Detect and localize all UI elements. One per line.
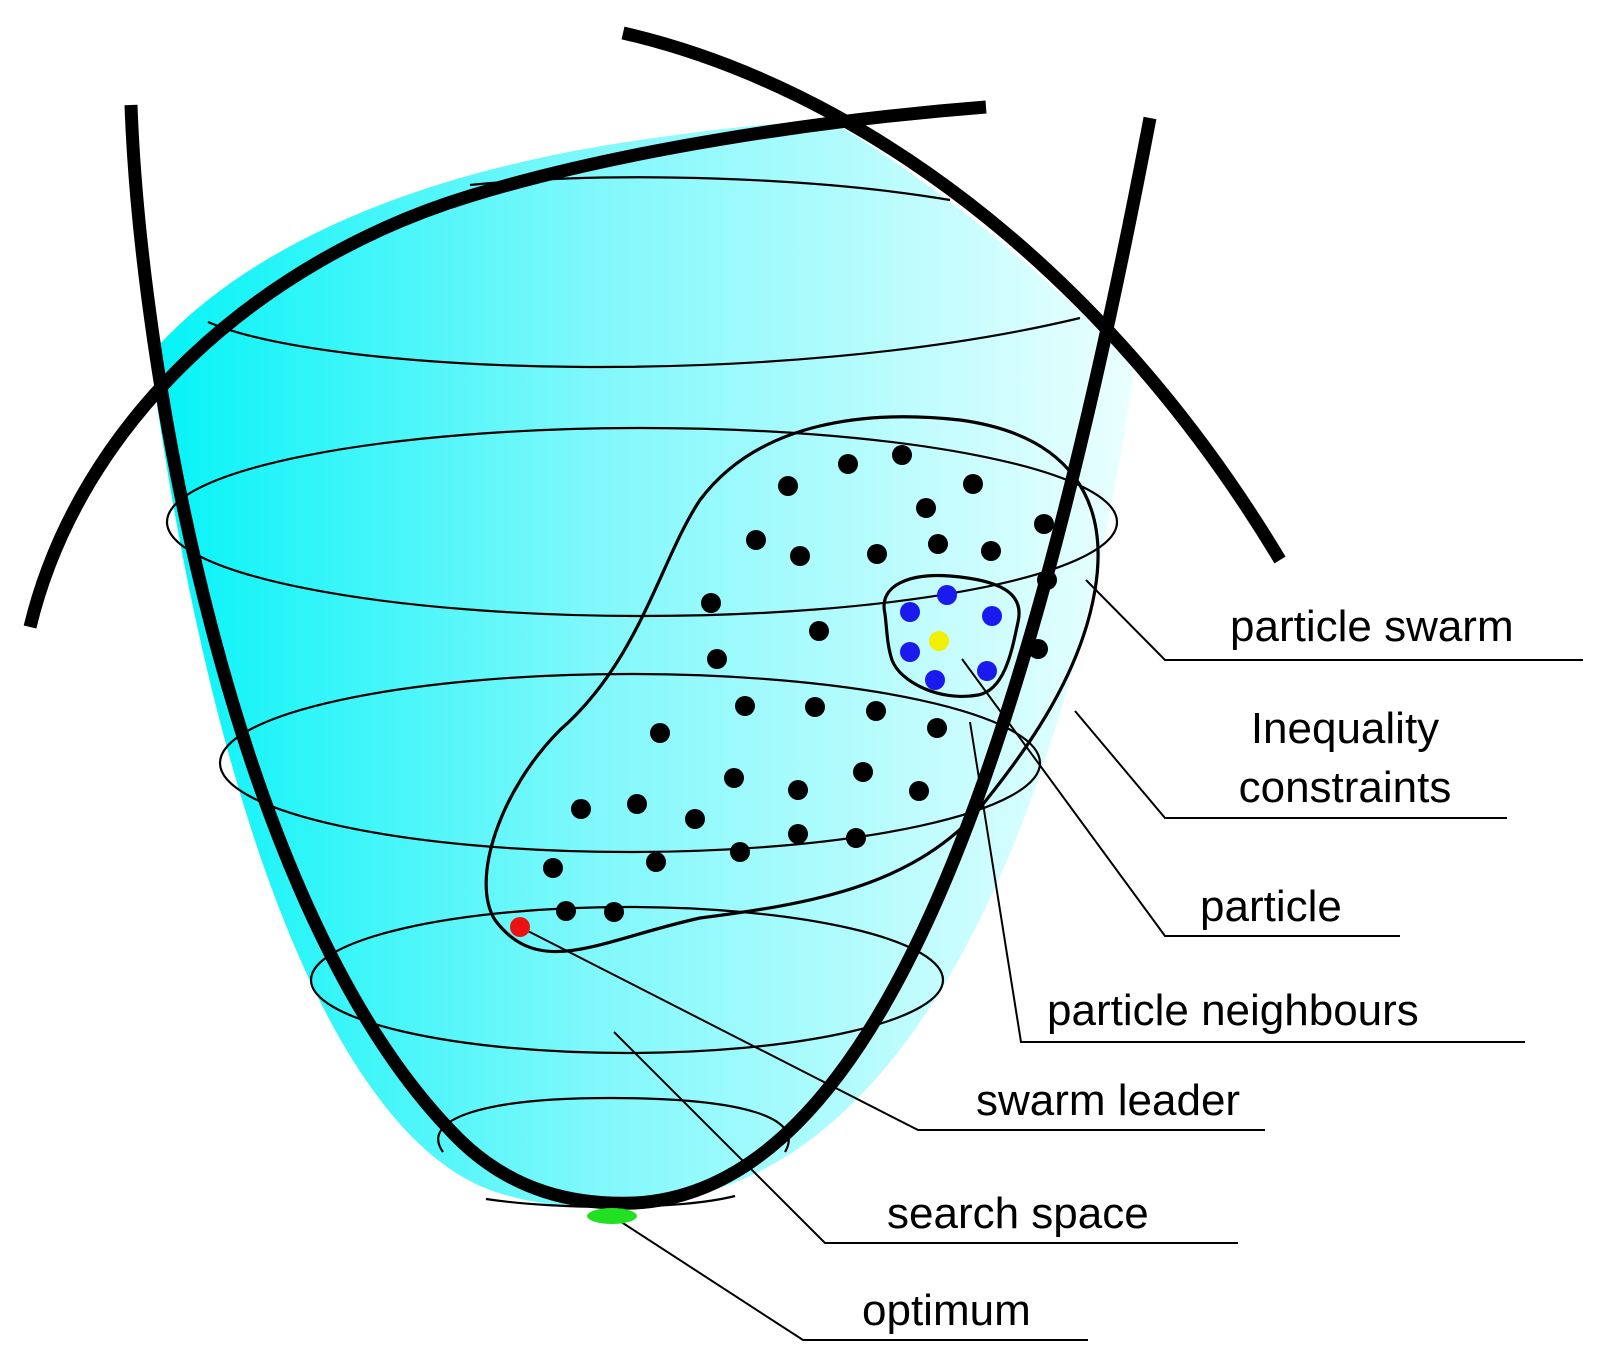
callout-particle-neighbours: [969, 721, 1525, 1043]
swarm-particle: [730, 842, 750, 862]
label-inequality-line2: constraints: [1239, 763, 1452, 812]
neighbour-particle: [900, 602, 920, 622]
neighbour-particle: [982, 606, 1002, 626]
bowl-outline: [124, 104, 1157, 1210]
optimum-dot: [587, 1208, 637, 1224]
contour-line-2: [207, 316, 1081, 369]
swarm-particle: [707, 649, 727, 669]
particle-swarm-boundary: [484, 415, 1100, 954]
neighbour-particle: [937, 585, 957, 605]
contour-line-5: [309, 905, 945, 1055]
swarm-particle: [809, 621, 829, 641]
search-space-bowl: [150, 122, 1135, 1208]
callout-swarm-leader: [519, 926, 1265, 1131]
swarm-particle: [627, 794, 647, 814]
swarm-particle: [650, 723, 670, 743]
constraint-curve-top: [621, 26, 1286, 564]
label-search-space: search space: [887, 1189, 1149, 1238]
swarm-particle: [685, 809, 705, 829]
label-swarm-leader: swarm leader: [976, 1076, 1240, 1125]
contour-lines: [165, 176, 1119, 1208]
swarm-particle: [571, 799, 591, 819]
label-inequality-line1: Inequality: [1251, 704, 1439, 753]
swarm-particle: [646, 852, 666, 872]
swarm-particle: [927, 718, 947, 738]
swarm-particle: [963, 474, 983, 494]
constraint-boundaries: [23, 26, 1286, 1210]
swarm-particle: [556, 901, 576, 921]
callout-lines: [519, 579, 1583, 1341]
label-particle-neighbours: particle neighbours: [1047, 986, 1419, 1035]
swarm-particle: [909, 781, 929, 801]
constraint-curve-left: [23, 100, 987, 629]
label-particle: particle: [1200, 882, 1342, 931]
swarm-particles: [543, 445, 1057, 922]
swarm-particle: [543, 858, 563, 878]
selected-particle: [929, 631, 949, 651]
contour-line-4: [218, 672, 1042, 854]
neighbour-particle: [900, 642, 920, 662]
swarm-particle: [1037, 570, 1057, 590]
swarm-particle: [853, 762, 873, 782]
swarm-particle: [790, 546, 810, 566]
neighbour-particle: [925, 670, 945, 690]
swarm-particle: [928, 534, 948, 554]
swarm-particle: [866, 701, 886, 721]
swarm-particle: [778, 476, 798, 496]
particle-neighbourhood-boundary: [882, 573, 1021, 698]
label-particle-swarm: particle swarm: [1230, 602, 1514, 651]
swarm-particle: [805, 697, 825, 717]
swarm-particle: [846, 828, 866, 848]
swarm-particle: [735, 696, 755, 716]
neighbour-particle: [977, 661, 997, 681]
swarm-particle: [981, 541, 1001, 561]
swarm-particle: [788, 780, 808, 800]
neighbour-particles: [900, 585, 1002, 690]
callout-particle: [961, 658, 1400, 937]
callout-particle-swarm: [1085, 579, 1583, 661]
swarm-particle: [788, 824, 808, 844]
callout-optimum: [611, 1215, 1088, 1341]
swarm-particle: [1028, 639, 1048, 659]
swarm-particle: [701, 593, 721, 613]
callout-inequality-constraints: [1074, 710, 1507, 819]
swarm-particle: [604, 902, 624, 922]
label-optimum: optimum: [862, 1286, 1031, 1335]
swarm-leader-dot: [510, 917, 530, 937]
swarm-particle: [838, 454, 858, 474]
swarm-particle: [916, 498, 936, 518]
swarm-particle: [867, 544, 887, 564]
swarm-particle: [892, 445, 912, 465]
callout-search-space: [613, 1031, 1238, 1244]
swarm-particle: [724, 768, 744, 788]
swarm-particle: [1034, 514, 1054, 534]
swarm-particle: [746, 530, 766, 550]
